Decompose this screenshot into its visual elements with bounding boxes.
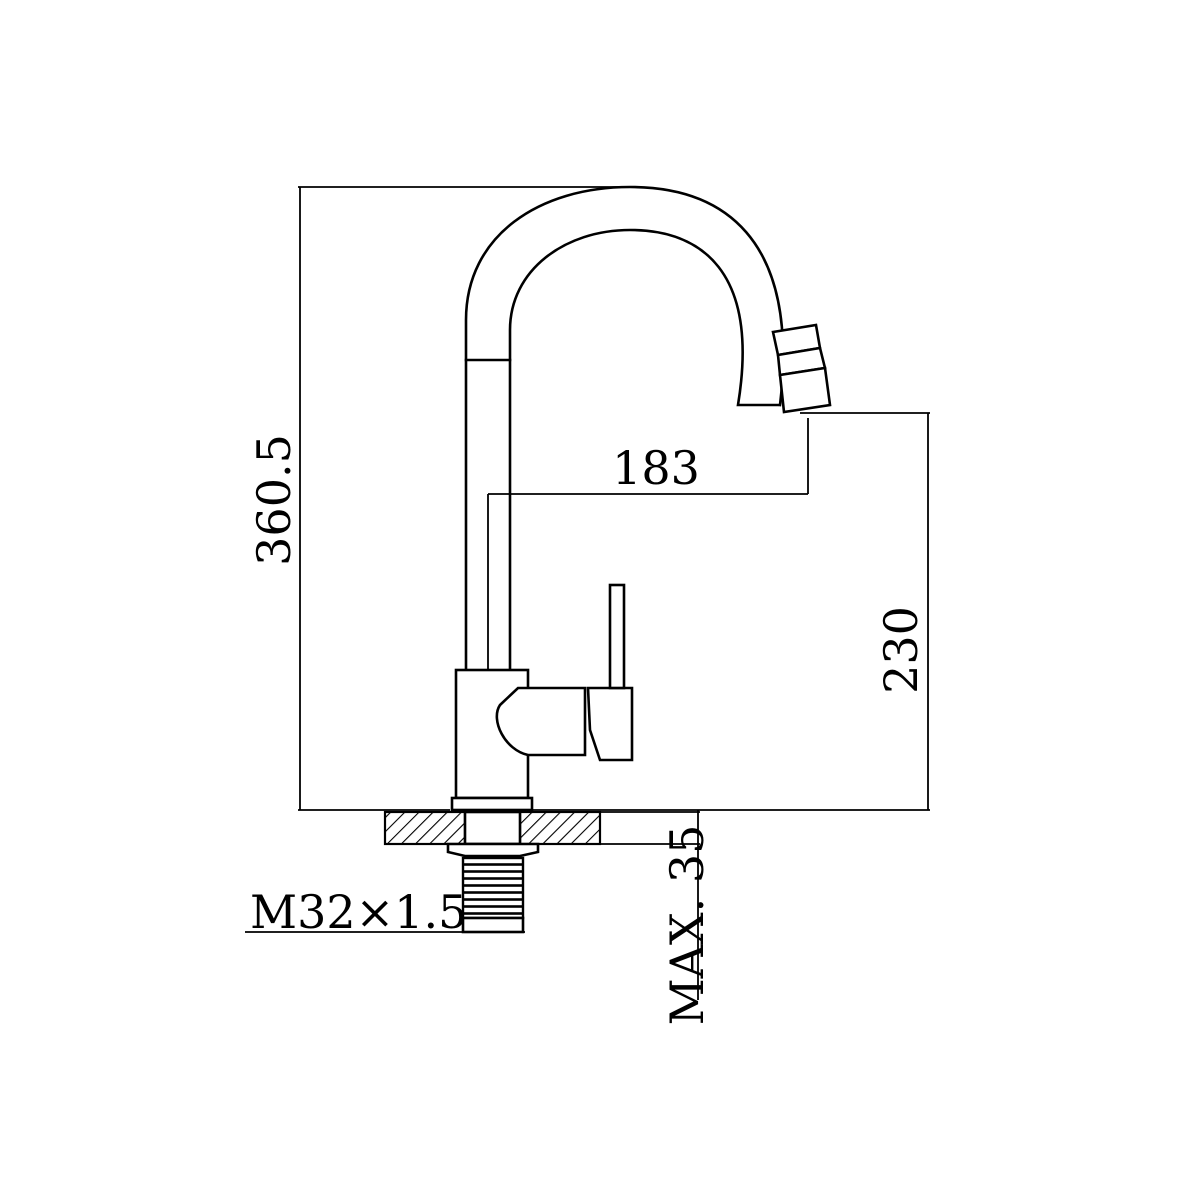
- faucet: [450, 185, 832, 812]
- spout-height-label: 230: [874, 606, 928, 694]
- threaded-shank: [461, 856, 525, 920]
- thread-dimension: M32×1.5: [245, 885, 525, 939]
- reach-label: 183: [612, 441, 700, 495]
- spout-outer-edge: [464, 185, 785, 672]
- handle-lever: [608, 583, 626, 690]
- base-flange: [450, 796, 534, 812]
- shank-end: [461, 916, 525, 934]
- countertop-section: [383, 810, 700, 846]
- handle-body: [586, 686, 634, 762]
- total-height-label: 360.5: [247, 434, 301, 566]
- spout-height-dimension: 230: [530, 412, 930, 811]
- total-height-dimension: 360.5: [247, 186, 630, 811]
- aerator-outlet: [778, 366, 832, 414]
- max-thickness-label: MAX. 35: [660, 825, 714, 1026]
- spout-inner-edge: [508, 228, 780, 672]
- countertop-hole: [463, 810, 522, 846]
- countertop-left-section: [383, 810, 467, 846]
- mounting-assembly: [446, 842, 540, 934]
- reach-dimension: 183: [487, 418, 809, 670]
- thread-label: M32×1.5: [250, 885, 467, 939]
- countertop-right-section: [518, 810, 602, 846]
- max-thickness-dimension: MAX. 35: [660, 810, 714, 1025]
- lock-nut: [446, 842, 540, 858]
- lever-mount: [495, 686, 587, 757]
